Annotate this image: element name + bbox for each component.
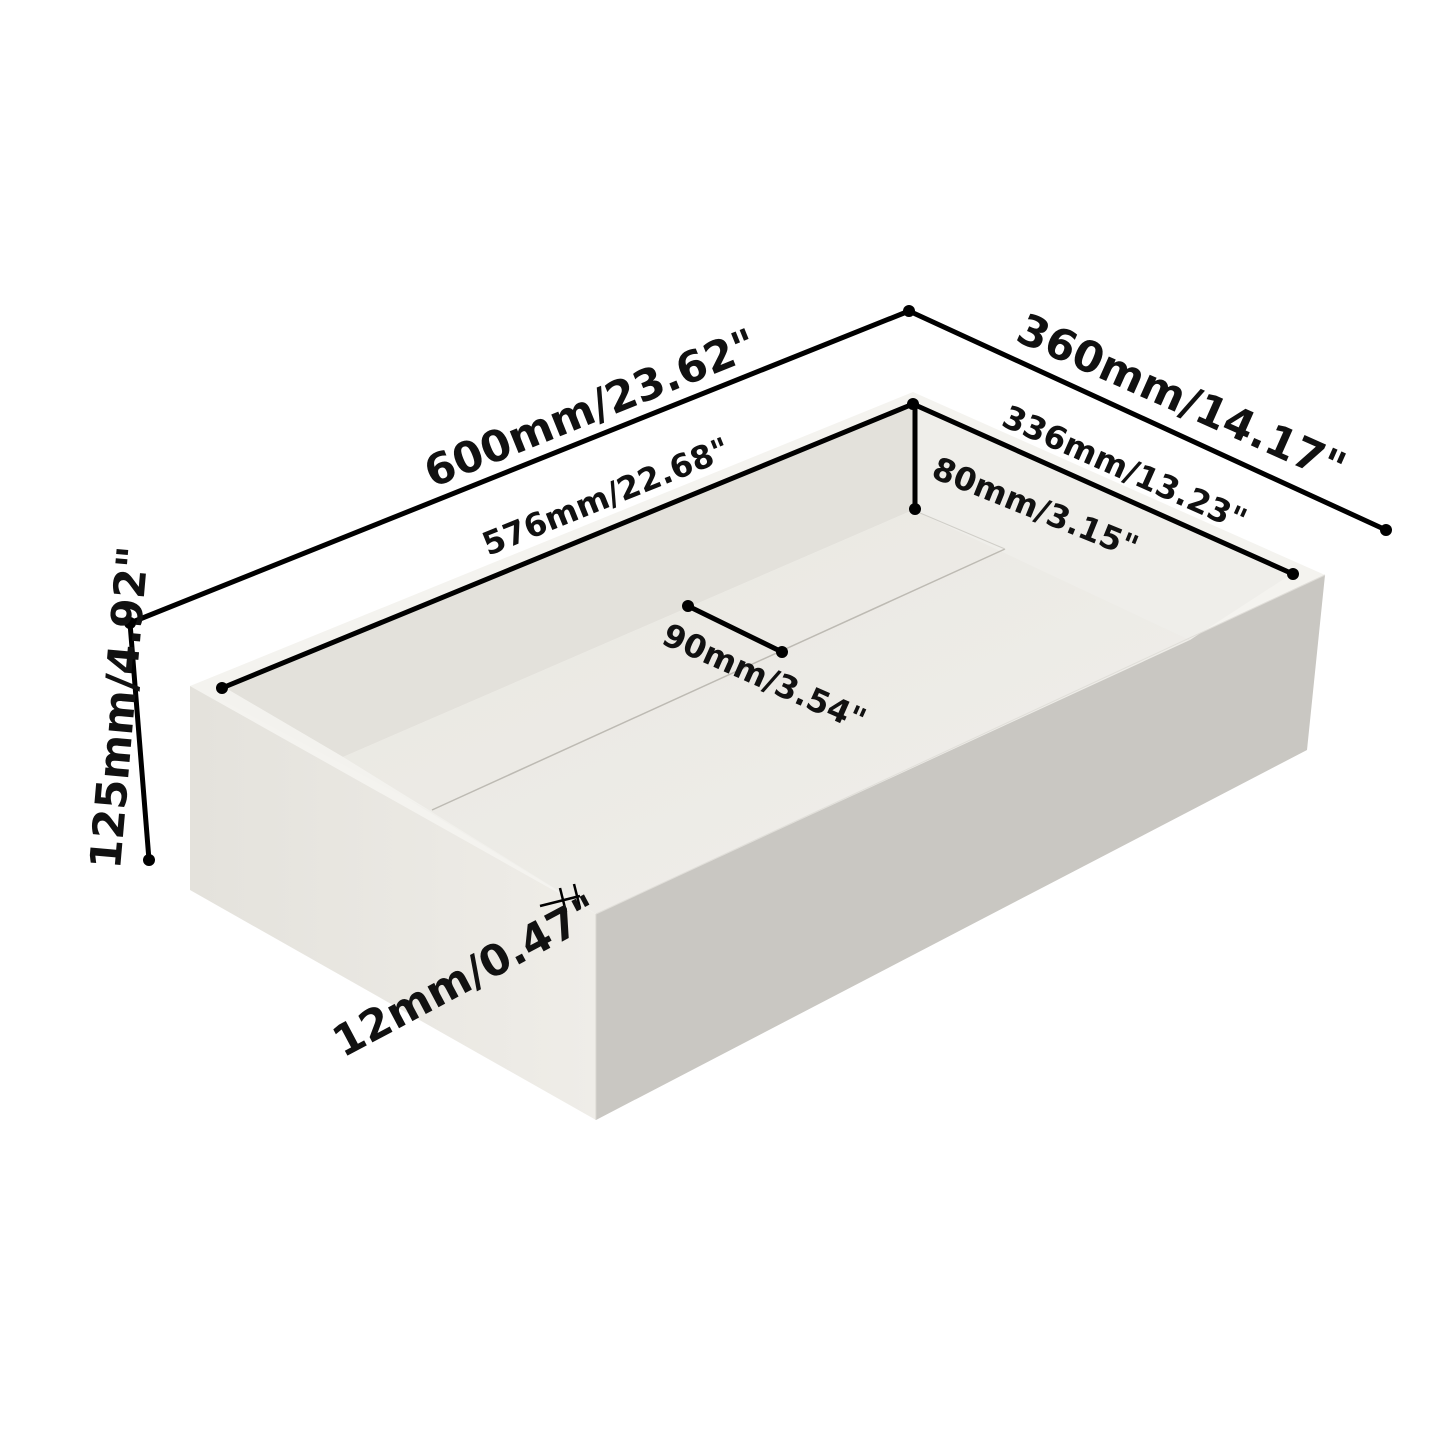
inner-floor bbox=[343, 510, 1190, 914]
wall-thickness-tick-line bbox=[539, 894, 581, 908]
wall-thickness-tick-b bbox=[572, 883, 582, 909]
inner-width-line bbox=[910, 401, 1296, 577]
outer-height-line bbox=[127, 620, 152, 863]
wall-thickness-tick-a bbox=[558, 887, 568, 913]
divider-width-line bbox=[685, 603, 785, 655]
inner-width-end-dot bbox=[1287, 568, 1299, 580]
floor-back-seam bbox=[912, 509, 1006, 550]
outer-height-end-dot bbox=[143, 854, 155, 866]
divider-width-end-dot bbox=[776, 646, 788, 658]
floor-divider-seam bbox=[431, 548, 1006, 811]
inner-back-wall-long bbox=[222, 405, 913, 757]
inner-length-line bbox=[219, 401, 916, 691]
outer-length-line bbox=[127, 308, 912, 626]
inner-back-wall-short bbox=[913, 405, 1293, 640]
drawer-box bbox=[190, 392, 1326, 1120]
divider-width-start-dot bbox=[682, 600, 694, 612]
box-top-edge bbox=[595, 574, 1326, 915]
inner-end-wall-face bbox=[222, 686, 432, 812]
inner-height-end-dot bbox=[909, 503, 921, 515]
dimension-lines bbox=[124, 305, 1392, 913]
box-side-face bbox=[596, 575, 1325, 1120]
outer-width-end-dot bbox=[1380, 524, 1392, 536]
box-end-face bbox=[190, 686, 596, 1120]
outer-width-line bbox=[906, 308, 1389, 533]
inner-length-start-dot bbox=[216, 682, 228, 694]
